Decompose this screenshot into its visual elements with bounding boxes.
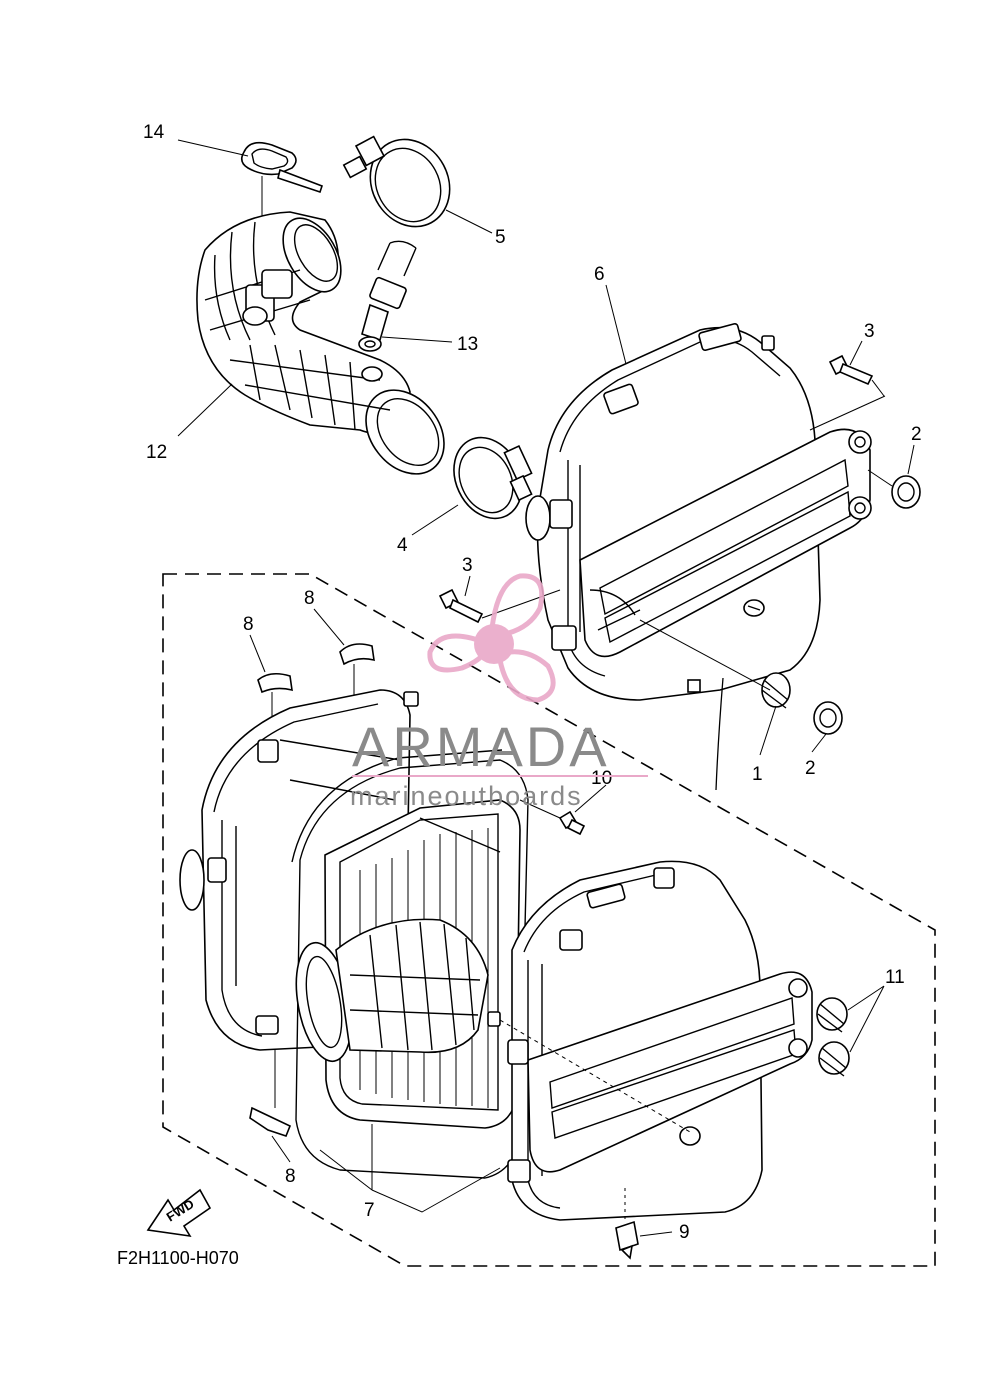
propeller-hub — [474, 624, 514, 664]
propeller-blade-left — [427, 633, 491, 673]
callout-2-upper: 2 — [911, 424, 922, 445]
callout-13: 13 — [457, 334, 478, 355]
part-grommet — [639, 619, 791, 709]
callout-8-left: 8 — [243, 614, 254, 635]
part-clip-bottom — [249, 1040, 292, 1137]
callout-3-mid: 3 — [462, 555, 473, 576]
part-intake-duct — [196, 211, 445, 475]
watermark-tagline: marineoutboards — [350, 781, 583, 811]
callout-5: 5 — [495, 227, 506, 248]
part-hose-fitting — [358, 240, 417, 352]
part-hose-clamp-upper — [342, 135, 451, 228]
propeller-blade-top — [489, 573, 545, 637]
propeller-logo — [427, 573, 556, 703]
propeller-blade-bottom — [497, 649, 556, 703]
callout-4: 4 — [397, 535, 408, 556]
callout-7: 7 — [364, 1200, 375, 1221]
callout-6: 6 — [594, 264, 605, 285]
callout-10: 10 — [591, 768, 612, 789]
part-silencer-assembly-upper — [525, 323, 886, 791]
callout-14: 14 — [143, 122, 165, 143]
part-inner-duct — [295, 918, 489, 1063]
callout-3-upper: 3 — [864, 321, 875, 342]
part-collar-lower — [813, 701, 843, 735]
armada-watermark: ARMADA marineoutboards — [350, 573, 648, 811]
callout-12: 12 — [146, 442, 167, 463]
callout-11: 11 — [885, 967, 905, 988]
figure-code: F2H1100-H070 — [117, 1248, 239, 1268]
part-gasket — [291, 749, 529, 1179]
part-hose-clamp-lower — [453, 436, 533, 520]
callout-9: 9 — [679, 1222, 690, 1243]
watermark-brand: ARMADA — [352, 715, 610, 778]
part-grommet-pair — [816, 997, 850, 1077]
callout-8-center: 8 — [304, 588, 315, 609]
part-screw — [519, 799, 586, 836]
callout-8-bottom: 8 — [285, 1166, 296, 1187]
part-silencer-case-right — [487, 860, 813, 1221]
fwd-arrow: FWD — [146, 1188, 212, 1238]
assembly-dashed-outline — [162, 573, 936, 1267]
part-drain-plug — [615, 1188, 639, 1260]
part-bolt-upper-right — [828, 354, 885, 397]
part-cable-tie — [240, 141, 324, 280]
callout-2-lower: 2 — [805, 758, 816, 779]
part-bolt-mid — [438, 588, 561, 624]
part-collar-upper — [867, 469, 921, 509]
callout-1: 1 — [752, 764, 763, 785]
callout-leaders — [177, 139, 915, 1237]
